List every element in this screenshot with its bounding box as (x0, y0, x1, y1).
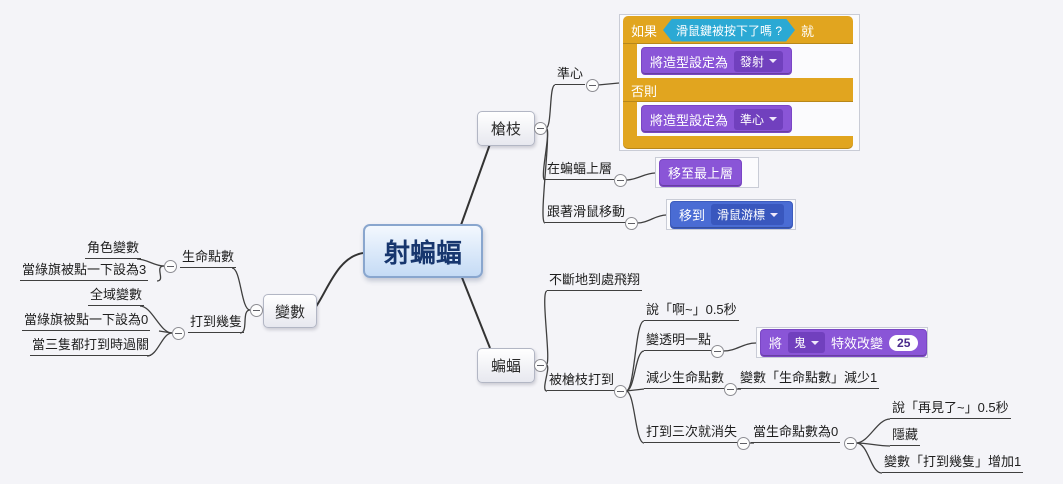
topic-above-bat[interactable]: 在蝙蝠上層 (545, 161, 615, 180)
effect-name: 鬼 (794, 336, 807, 350)
topic-follow-mouse[interactable]: 跟著滑鼠移動 (545, 204, 628, 223)
topic-global-var[interactable]: 全域變數 (88, 287, 145, 306)
topic-vanish[interactable]: 打到三次就消失 (644, 424, 740, 443)
scratch-snippet-if-else[interactable]: 如果 滑鼠鍵被按下了嗎 ? 就 將造型設定為 發射 (619, 14, 860, 151)
collapse-icon-variables[interactable] (250, 304, 263, 317)
go-front-label: 移至最上層 (668, 166, 734, 181)
go-to-dropdown: 滑鼠游標 (711, 204, 785, 225)
collapse-icon-gun[interactable] (534, 122, 547, 135)
go-to-target: 滑鼠游標 (717, 208, 766, 222)
set-costume-shoot-block: 將造型設定為 發射 (641, 47, 793, 75)
go-front-block: 移至最上層 (659, 158, 743, 187)
topic-life-points[interactable]: 生命點數 (180, 249, 237, 268)
topic-increase-hits[interactable]: 變數「打到幾隻」增加1 (882, 454, 1024, 473)
scratch-snippet-go-front[interactable]: 移至最上層 (655, 157, 759, 188)
else-body: 將造型設定為 準心 (623, 102, 853, 136)
if-footer (623, 136, 853, 149)
collapse-icon-decrease[interactable] (724, 383, 737, 396)
else-header: 否則 (623, 78, 853, 102)
topic-crosshair[interactable]: 準心 (555, 66, 586, 85)
topic-hit-by-gun[interactable]: 被槍枝打到 (547, 372, 617, 391)
effect-value-input: 25 (889, 334, 919, 351)
topic-win-condition[interactable]: 當三隻都打到時過關 (30, 337, 152, 356)
topic-vanish-condition[interactable]: 當生命點數為0 (751, 424, 841, 443)
if-body: 將造型設定為 發射 (623, 44, 853, 78)
go-to-label: 移到 (679, 208, 706, 223)
c-spine (623, 102, 637, 136)
collapse-icon-bat[interactable] (534, 359, 547, 372)
costume-dropdown: 準心 (734, 108, 784, 130)
topic-fade[interactable]: 變透明一點 (644, 332, 714, 351)
c-spine (623, 44, 637, 78)
topic-sprite-var[interactable]: 角色變數 (85, 240, 142, 259)
scratch-snippet-effect[interactable]: 將 鬼 特效改變 25 (756, 327, 928, 358)
collapse-icon-condition[interactable] (844, 437, 857, 450)
set-costume-label: 將造型設定為 (650, 112, 729, 128)
collapse-icon-fade[interactable] (711, 345, 724, 358)
topic-fly[interactable]: 不斷地到處飛翔 (547, 272, 643, 291)
if-header: 如果 滑鼠鍵被按下了嗎 ? 就 (623, 16, 853, 44)
dropdown-arrow-icon (769, 59, 778, 63)
topic-decrease-life[interactable]: 減少生命點數 (644, 370, 727, 389)
condition-text: 滑鼠鍵被按下了嗎 ? (676, 23, 783, 38)
change-effect-block: 將 鬼 特效改變 25 (760, 328, 928, 357)
topic-variables[interactable]: 變數 (263, 294, 317, 328)
costume-dropdown: 發射 (734, 50, 784, 72)
collapse-icon-hits[interactable] (172, 327, 185, 340)
if-label: 如果 (631, 23, 658, 39)
if-else-block: 如果 滑鼠鍵被按下了嗎 ? 就 將造型設定為 發射 (623, 16, 853, 149)
go-to-block: 移到 滑鼠游標 (670, 200, 794, 229)
dropdown-arrow-icon (769, 117, 778, 121)
set-costume-label: 將造型設定為 (650, 54, 729, 70)
topic-hit-count[interactable]: 打到幾隻 (188, 314, 245, 333)
topic-life-init[interactable]: 當綠旗被點一下設為3 (20, 262, 149, 281)
dropdown-arrow-icon (770, 212, 779, 217)
central-topic[interactable]: 射蝙蝠 (363, 224, 483, 278)
collapse-icon-hit-by-gun[interactable] (614, 385, 627, 398)
dropdown-arrow-icon (811, 340, 820, 345)
effect-set-label: 將 (769, 336, 783, 351)
topic-hide[interactable]: 隱藏 (890, 427, 921, 446)
effect-dropdown: 鬼 (788, 332, 826, 353)
topic-gun[interactable]: 槍枝 (477, 111, 535, 146)
mouse-down-sensing-block: 滑鼠鍵被按下了嗎 ? (663, 19, 795, 42)
collapse-icon-crosshair[interactable] (586, 79, 599, 92)
scratch-snippet-go-to[interactable]: 移到 滑鼠游標 (666, 199, 796, 230)
collapse-icon-follow[interactable] (625, 217, 638, 230)
topic-say-ah[interactable]: 說「啊~」0.5秒 (644, 302, 739, 321)
topic-bat[interactable]: 蝙蝠 (477, 348, 535, 383)
costume-value: 準心 (740, 112, 765, 127)
collapse-icon-life[interactable] (164, 260, 177, 273)
costume-value: 發射 (740, 54, 765, 69)
topic-decrease-detail[interactable]: 變數「生命點數」減少1 (738, 370, 880, 389)
collapse-icon-vanish[interactable] (737, 437, 750, 450)
topic-hits-init[interactable]: 當綠旗被點一下設為0 (22, 312, 151, 331)
else-label: 否則 (631, 83, 658, 99)
topic-say-goodbye[interactable]: 說「再見了~」0.5秒 (890, 400, 1011, 419)
then-label: 就 (801, 23, 815, 39)
set-costume-aim-block: 將造型設定為 準心 (641, 105, 793, 133)
collapse-icon-above-bat[interactable] (614, 174, 627, 187)
effect-action-label: 特效改變 (831, 336, 884, 351)
